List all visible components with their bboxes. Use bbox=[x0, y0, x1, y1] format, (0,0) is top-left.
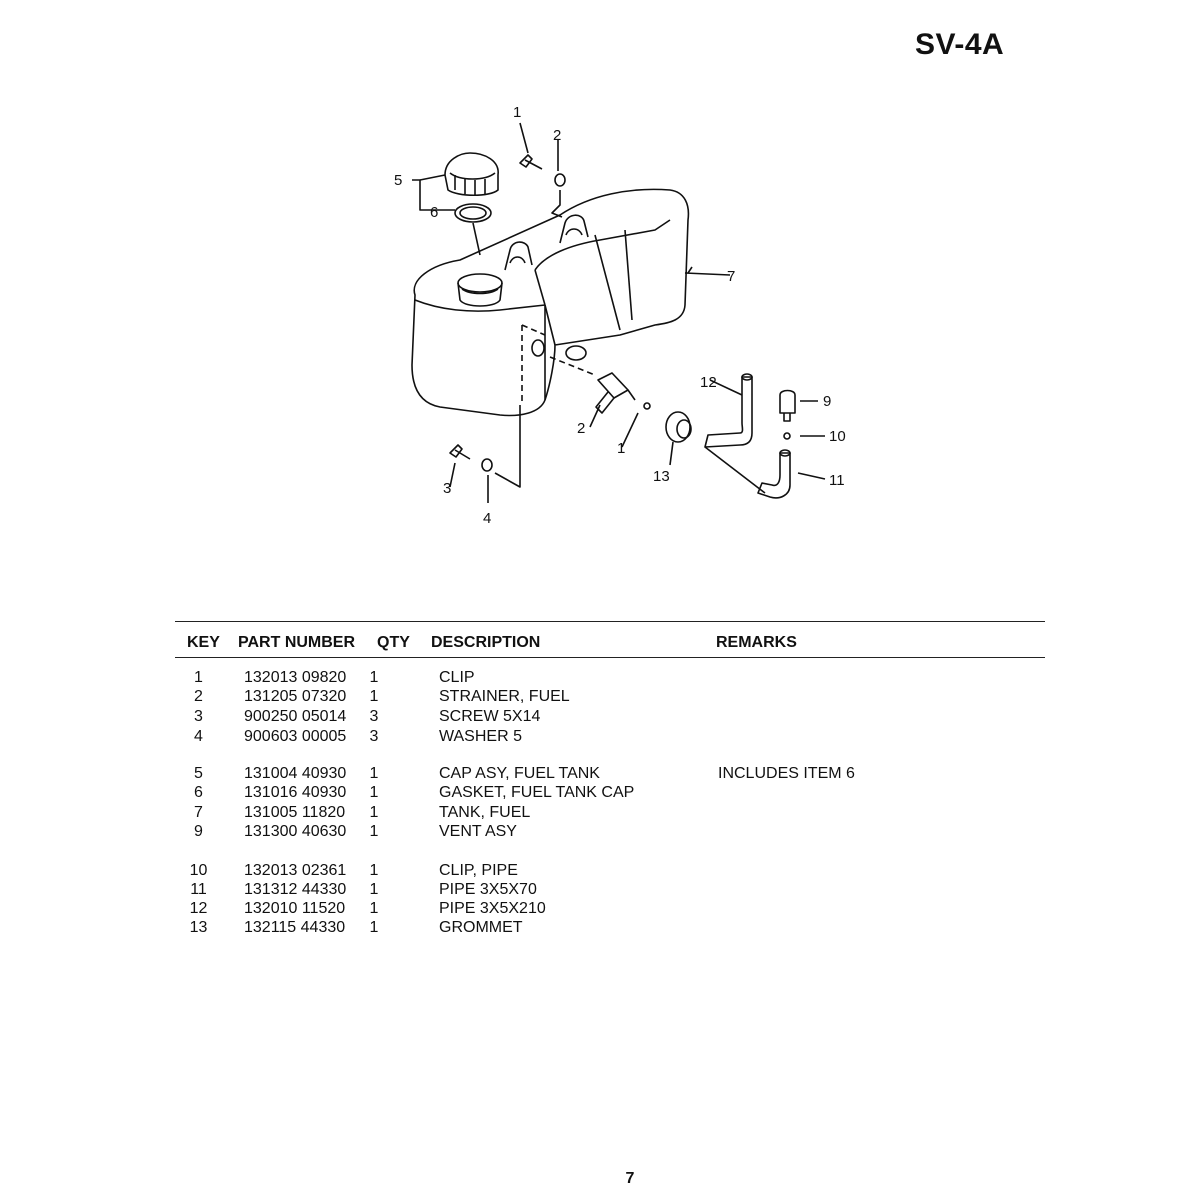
table-row: 5 131004 40930 1 CAP ASY, FUEL TANK INCLUDES… bbox=[176, 764, 1036, 784]
model-code: SV-4A bbox=[915, 28, 1005, 61]
description-cell: CLIP bbox=[439, 669, 475, 686]
remarks-cell: INCLUDES ITEM 6 bbox=[718, 765, 855, 782]
part-number-cell: 132010 11520 bbox=[244, 900, 346, 917]
qty-cell: 1 bbox=[369, 823, 379, 840]
key-cell: 11 bbox=[190, 881, 207, 898]
callout-3-bottom: 3 bbox=[443, 480, 451, 497]
qty-cell: 1 bbox=[369, 765, 379, 782]
qty-cell: 1 bbox=[369, 919, 379, 936]
callout-11: 11 bbox=[829, 472, 845, 489]
part-number-cell: 900603 00005 bbox=[244, 728, 347, 745]
callout-9: 9 bbox=[823, 393, 831, 410]
part-number-cell: 131312 44330 bbox=[244, 881, 347, 898]
fuel-tank-exploded-diagram: 1 2 5 6 7 12 9 10 11 2 1 13 3 4 bbox=[394, 104, 846, 527]
part-number-cell: 131205 07320 bbox=[244, 688, 347, 705]
qty-cell: 1 bbox=[369, 900, 379, 917]
key-cell: 6 bbox=[194, 784, 203, 801]
callout-2: 2 bbox=[577, 420, 585, 437]
description-cell: GASKET, FUEL TANK CAP bbox=[439, 784, 635, 801]
callout-1: 1 bbox=[617, 440, 625, 457]
description-cell: SCREW 5X14 bbox=[439, 708, 541, 725]
description-cell: PIPE 3X5X70 bbox=[439, 881, 537, 898]
table-row: 12 132010 11520 1 PIPE 3X5X210 bbox=[176, 899, 1036, 919]
part-number-cell: 131300 40630 bbox=[244, 823, 347, 840]
key-cell: 7 bbox=[194, 804, 203, 821]
key-cell: 2 bbox=[194, 688, 203, 705]
qty-cell: 1 bbox=[369, 688, 379, 705]
header-description: DESCRIPTION bbox=[431, 634, 541, 651]
fuel-tank-shape bbox=[411, 188, 690, 417]
part-number-cell: 131016 40930 bbox=[244, 784, 347, 801]
callout-4-bottom: 4 bbox=[483, 510, 491, 527]
callout-5: 5 bbox=[394, 172, 402, 189]
filler-neck-shape bbox=[457, 273, 503, 293]
qty-cell: 1 bbox=[369, 862, 379, 879]
description-cell: CAP ASY, FUEL TANK bbox=[439, 765, 600, 782]
fuel-strainer-shape bbox=[597, 372, 629, 399]
table-row: 2 131205 07320 1 STRAINER, FUEL bbox=[176, 687, 1036, 707]
table-row: 11 131312 44330 1 PIPE 3X5X70 bbox=[176, 880, 1036, 900]
gasket-shape bbox=[454, 203, 492, 223]
qty-cell: 3 bbox=[369, 708, 379, 725]
callout-7: 7 bbox=[727, 268, 735, 285]
table-top-rule bbox=[175, 621, 1045, 622]
table-row: 7 131005 11820 1 TANK, FUEL bbox=[176, 803, 1036, 823]
key-cell: 9 bbox=[194, 823, 203, 840]
key-cell: 13 bbox=[189, 919, 208, 936]
key-cell: 1 bbox=[194, 669, 203, 686]
description-cell: CLIP, PIPE bbox=[439, 862, 518, 879]
description-cell: WASHER 5 bbox=[439, 728, 522, 745]
pipe-short-shape bbox=[757, 452, 791, 499]
table-header-rule bbox=[175, 657, 1045, 658]
callout-3-top: 1 bbox=[513, 104, 521, 121]
key-cell: 3 bbox=[194, 708, 203, 725]
screw-upper-shape bbox=[519, 154, 543, 170]
key-cell: 10 bbox=[189, 862, 208, 879]
header-remarks: REMARKS bbox=[716, 634, 797, 651]
key-cell: 4 bbox=[194, 728, 203, 745]
callout-12: 12 bbox=[700, 374, 717, 391]
header-qty: QTY bbox=[377, 634, 410, 651]
description-cell: TANK, FUEL bbox=[439, 804, 531, 821]
table-row: 1 132013 09820 1 CLIP bbox=[176, 668, 1036, 688]
vent-shape bbox=[779, 389, 796, 414]
header-key: KEY bbox=[187, 634, 220, 651]
key-cell: 12 bbox=[189, 900, 208, 917]
qty-cell: 1 bbox=[369, 881, 379, 898]
fuel-cap-shape bbox=[444, 152, 499, 197]
table-row: 3 900250 05014 3 SCREW 5X14 bbox=[176, 707, 1036, 727]
part-number-cell: 132013 09820 bbox=[244, 669, 347, 686]
callout-6: 6 bbox=[430, 204, 438, 221]
callout-10: 10 bbox=[829, 428, 846, 445]
part-number-cell: 131005 11820 bbox=[244, 804, 346, 821]
grommet-shape bbox=[665, 411, 691, 443]
part-number-cell: 132115 44330 bbox=[244, 919, 346, 936]
description-cell: STRAINER, FUEL bbox=[439, 688, 570, 705]
callout-13: 13 bbox=[653, 468, 670, 485]
description-cell: VENT ASY bbox=[439, 823, 517, 840]
part-number-cell: 900250 05014 bbox=[244, 708, 347, 725]
qty-cell: 1 bbox=[369, 669, 379, 686]
table-row: 9 131300 40630 1 VENT ASY bbox=[176, 822, 1036, 842]
header-part-number: PART NUMBER bbox=[238, 634, 356, 651]
page-number: 7 bbox=[625, 1170, 635, 1187]
description-cell: PIPE 3X5X210 bbox=[439, 900, 546, 917]
table-row: 6 131016 40930 1 GASKET, FUEL TANK CAP bbox=[176, 783, 1036, 803]
callout-4-top: 2 bbox=[553, 127, 561, 144]
part-number-cell: 132013 02361 bbox=[244, 862, 347, 879]
qty-cell: 1 bbox=[369, 784, 379, 801]
key-cell: 5 bbox=[194, 765, 203, 782]
table-row: 13 132115 44330 1 GROMMET bbox=[176, 918, 1036, 938]
table-row: 10 132013 02361 1 CLIP, PIPE bbox=[176, 861, 1036, 881]
qty-cell: 3 bbox=[369, 728, 379, 745]
table-row: 4 900603 00005 3 WASHER 5 bbox=[176, 727, 1036, 747]
part-number-cell: 131004 40930 bbox=[244, 765, 347, 782]
description-cell: GROMMET bbox=[439, 919, 523, 936]
pipe-long-shape bbox=[704, 376, 753, 448]
qty-cell: 1 bbox=[369, 804, 379, 821]
